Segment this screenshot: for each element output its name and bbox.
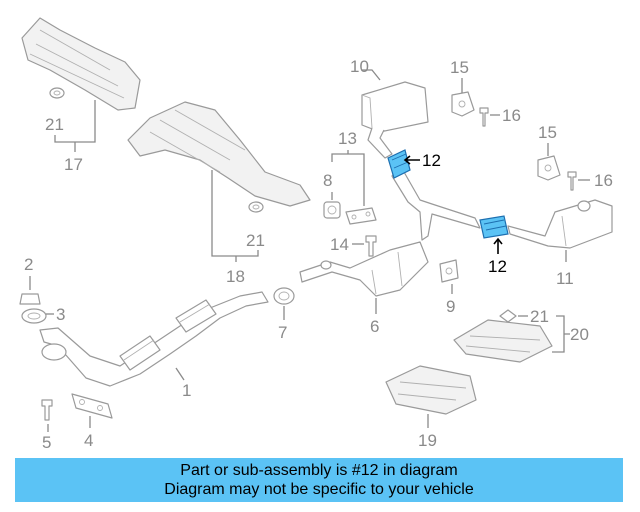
y-pipe — [391, 167, 481, 241]
banner-line-1: Part or sub-assembly is #12 in diagram — [180, 462, 458, 479]
clamp-12-lower — [479, 215, 509, 239]
label-12: 12 — [488, 257, 507, 276]
label-3: 3 — [56, 305, 65, 324]
label-18: 18 — [226, 267, 245, 286]
heat-shield-lower — [385, 365, 477, 415]
nut-21-top — [49, 87, 65, 99]
heat-shield-front — [21, 17, 141, 111]
clamp-12-upper — [387, 149, 411, 179]
front-exhaust-pipe-1 — [39, 291, 269, 387]
label-17: 17 — [64, 155, 83, 174]
bolt-16-top — [479, 107, 489, 127]
heat-shield-rear — [453, 319, 553, 363]
label-16: 16 — [594, 171, 613, 190]
label-20: 20 — [570, 325, 589, 344]
label-8: 8 — [323, 171, 332, 190]
label-10: 10 — [350, 57, 369, 76]
label-11: 11 — [556, 269, 574, 288]
label-15: 15 — [538, 123, 557, 142]
label-14: 14 — [330, 235, 349, 254]
rubber-hanger-9 — [439, 259, 459, 283]
muffler-rear-left — [361, 81, 429, 159]
label-21: 21 — [246, 231, 265, 250]
banner-line-2: Diagram may not be specific to your vehi… — [164, 481, 474, 498]
label-21: 21 — [45, 115, 64, 134]
nut-2 — [19, 293, 41, 305]
hanger-bracket-right — [537, 155, 561, 181]
label-19: 19 — [418, 431, 437, 450]
label-12: 12 — [422, 151, 441, 170]
hanger-bracket-top — [451, 91, 475, 117]
center-pipe-6 — [299, 241, 429, 297]
info-banner: Part or sub-assembly is #12 in diagram D… — [15, 458, 623, 502]
bracket-4 — [71, 393, 113, 419]
muffler-rear-right — [507, 199, 613, 249]
label-4: 4 — [84, 431, 93, 450]
label-16: 16 — [502, 106, 521, 125]
nut-21-center — [248, 201, 264, 213]
clamp-7 — [273, 287, 295, 305]
gasket-3 — [21, 308, 47, 324]
label-1: 1 — [182, 381, 191, 400]
label-9: 9 — [446, 297, 455, 316]
label-15: 15 — [450, 58, 469, 77]
label-21: 21 — [530, 307, 549, 326]
bracket-13 — [345, 207, 377, 225]
label-7: 7 — [278, 323, 287, 342]
nut-21-rear — [499, 309, 517, 323]
label-13: 13 — [338, 129, 357, 148]
label-2: 2 — [24, 255, 33, 274]
bolt-14 — [365, 235, 377, 257]
heat-shield-center — [127, 101, 311, 207]
bolt-16-right — [567, 171, 577, 191]
bolt-5 — [41, 399, 53, 421]
rubber-hanger-8 — [323, 201, 341, 219]
label-5: 5 — [42, 433, 51, 452]
label-6: 6 — [370, 317, 379, 336]
